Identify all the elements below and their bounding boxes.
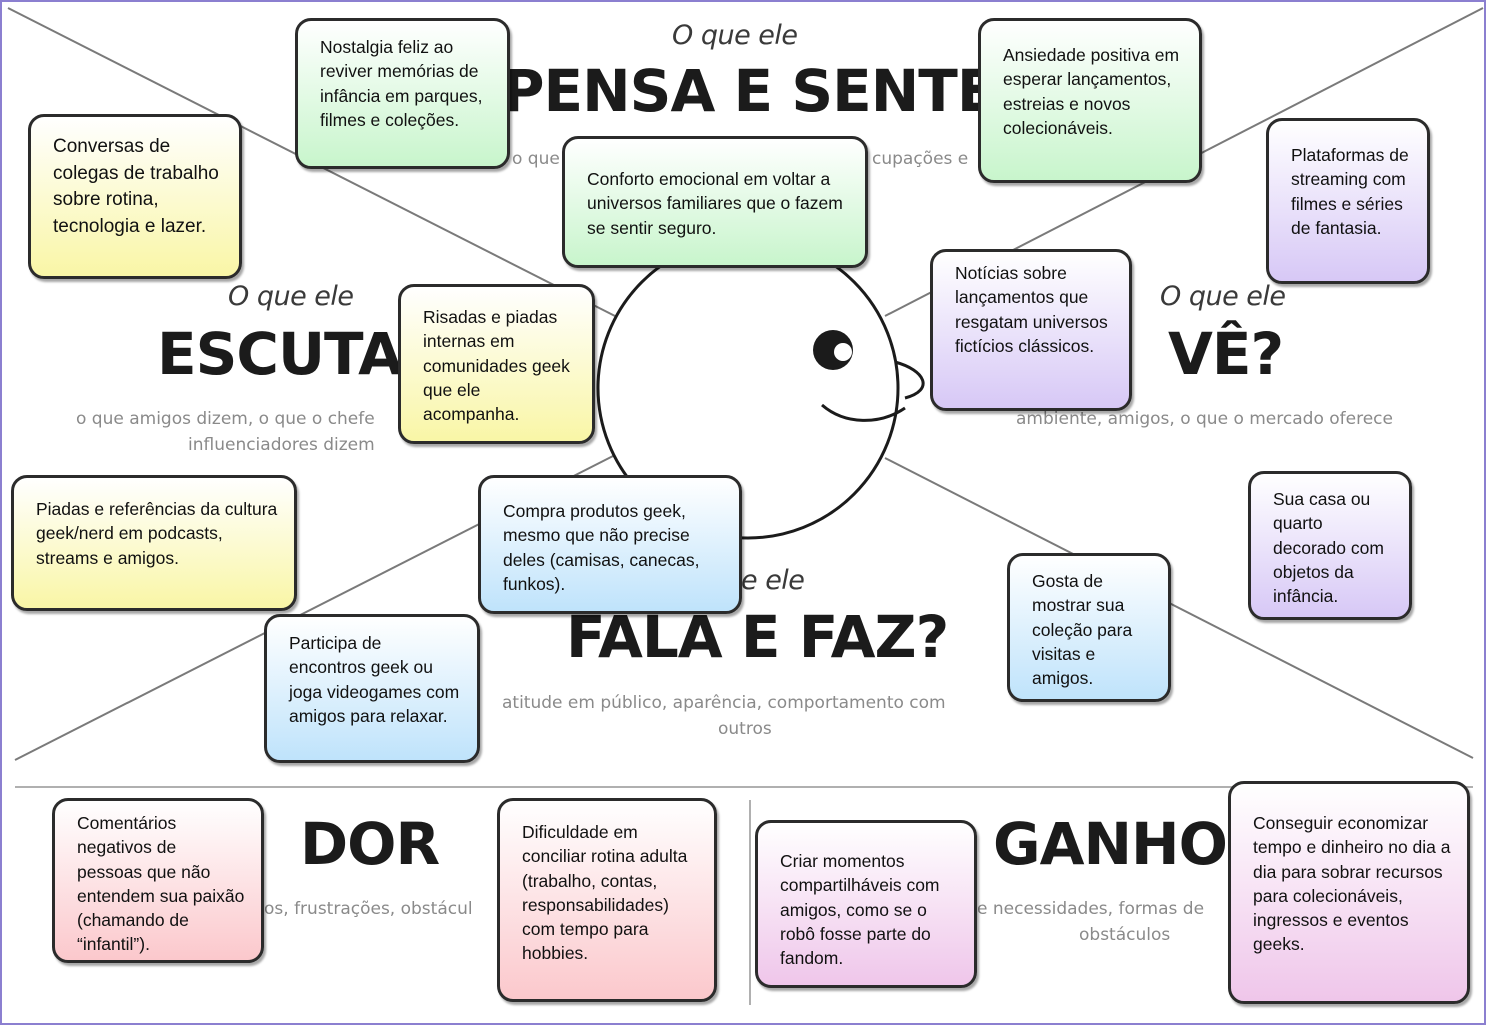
note-pensa-conforto: Conforto emocional em voltar a universos… <box>562 136 868 268</box>
note-escuta-risadas: Risadas e piadas internas em comunidades… <box>398 284 595 444</box>
diagonal-bottom-right <box>884 457 1474 759</box>
note-ganho-momentos: Criar momentos compartilháveis com amigo… <box>755 820 977 988</box>
fala-description-1: atitude em público, aparência, comportam… <box>502 693 946 713</box>
mouth-smile <box>821 403 906 422</box>
ve-description: ambiente, amigos, o que o mercado oferec… <box>1016 409 1393 429</box>
escuta-description-2: influenciadores dizem <box>188 435 375 455</box>
note-pensa-ansiedade: Ansiedade positiva em esperar lançamento… <box>978 18 1202 183</box>
note-ve-noticias: Notícias sobre lançamentos que resgatam … <box>930 249 1132 411</box>
fala-title: FALA E FAZ? <box>566 603 949 671</box>
ve-title: VÊ? <box>1168 320 1284 388</box>
fala-subtitle: e ele <box>741 565 805 596</box>
note-ve-casa: Sua casa ou quarto decorado com objetos … <box>1248 471 1412 620</box>
note-escuta-conversas: Conversas de colegas de trabalho sobre r… <box>28 114 242 279</box>
head-figure <box>596 236 925 540</box>
dor-title: DOR <box>300 810 440 878</box>
pensa-description-left: o que <box>512 149 560 169</box>
fala-description-2: outros <box>718 719 772 739</box>
note-fala-encontros: Participa de encontros geek ou joga vide… <box>264 614 480 763</box>
note-escuta-piadas: Piadas e referências da cultura geek/ner… <box>11 475 297 611</box>
pensa-description-right: cupações e <box>872 149 969 169</box>
note-pensa-nostalgia: Nostalgia feliz ao reviver memórias de i… <box>295 18 510 169</box>
ganho-title: GANHO <box>993 810 1228 878</box>
escuta-subtitle: O que ele <box>228 281 354 312</box>
note-fala-compra: Compra produtos geek, mesmo que não prec… <box>478 475 742 614</box>
dor-description: os, frustrações, obstácul <box>264 899 473 919</box>
nose-shape <box>894 360 925 400</box>
ganho-description-2: obstáculos <box>1079 925 1171 945</box>
ganho-description-1: e necessidades, formas de <box>977 899 1205 919</box>
ve-subtitle: O que ele <box>1160 281 1286 312</box>
pensa-subtitle: O que ele <box>672 20 798 51</box>
note-dor-comentarios: Comentários negativos de pessoas que não… <box>52 798 264 963</box>
pensa-title: PENSA E SENTE? <box>502 57 1029 125</box>
note-fala-colecao: Gosta de mostrar sua coleção para visita… <box>1007 553 1171 702</box>
escuta-description-1: o que amigos dizem, o que o chefe <box>76 409 375 429</box>
escuta-title: ESCUTA <box>157 320 403 388</box>
note-dor-dificuldade: Dificuldade em conciliar rotina adulta (… <box>497 798 717 1002</box>
note-ve-plataformas: Plataformas de streaming com filmes e sé… <box>1266 118 1430 284</box>
note-ganho-economizar: Conseguir economizar tempo e dinheiro no… <box>1228 781 1470 1004</box>
